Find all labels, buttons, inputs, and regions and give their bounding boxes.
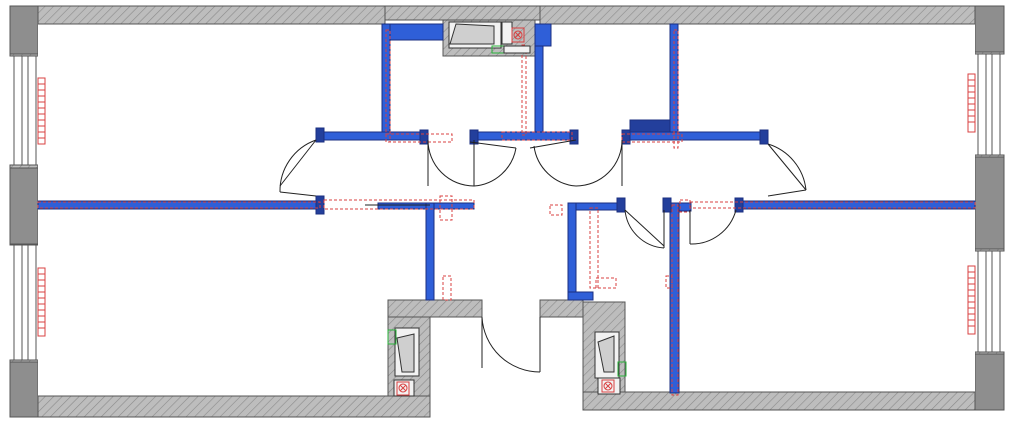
partition-stub	[419, 129, 429, 145]
window-icon	[13, 55, 37, 166]
bottom-wall-right-b	[582, 391, 976, 411]
door-swing-icon	[427, 139, 475, 187]
core-left-top	[387, 299, 483, 318]
partition-stub	[616, 197, 626, 213]
windows	[13, 53, 1001, 361]
top-wall-b	[37, 5, 386, 25]
partition-stub	[759, 129, 769, 145]
column-top-right	[974, 5, 1005, 53]
radiator-icon	[967, 73, 976, 133]
partition-mid-right-vertical	[567, 202, 577, 301]
dashed-marks	[37, 29, 976, 396]
bottom-wall-left-b	[37, 395, 431, 418]
partition-top-right-vertical	[669, 23, 679, 137]
partition-right-stub	[678, 202, 692, 212]
door-swing-icon	[529, 139, 577, 187]
top-shaft-slot	[501, 21, 513, 45]
column-mid-left	[9, 167, 39, 245]
left-green-mark	[387, 329, 397, 345]
door-swing-icon	[481, 316, 541, 373]
right-core-wedge	[597, 335, 615, 373]
partition-upper-center-h	[469, 131, 577, 141]
partition-top-left-cap	[389, 23, 444, 41]
door-swing-icon	[279, 139, 317, 197]
column-bottom-left	[9, 361, 39, 418]
ventilation-icon	[511, 27, 525, 43]
door-swing-icon	[624, 209, 665, 249]
partition-mid-right-foot	[567, 291, 594, 301]
left-core-wedge	[396, 333, 415, 373]
top-shaft-box-small	[503, 45, 531, 54]
radiator-icon	[37, 267, 46, 337]
partition-upper-left-h	[315, 131, 425, 141]
window-icon	[977, 250, 1001, 353]
right-green-mark	[617, 361, 627, 377]
partition-upper-right-block	[629, 119, 671, 133]
partition-walls	[37, 23, 976, 394]
radiator-icon	[967, 265, 976, 335]
partition-upper-right-h	[621, 131, 769, 141]
doors	[279, 139, 807, 373]
top-shaft-wedge	[449, 23, 495, 45]
ventilation-icon	[601, 379, 615, 393]
window-icon	[13, 244, 37, 361]
ventilation-icon	[396, 381, 410, 396]
door-swing-icon	[689, 209, 737, 245]
partition-top-center-cap	[534, 23, 552, 47]
window-icon	[977, 53, 1001, 156]
partition-stub	[315, 127, 325, 143]
room-floor	[38, 24, 975, 410]
column-top-left	[9, 5, 39, 55]
column-bottom-right	[974, 353, 1005, 411]
top-wall-c	[539, 5, 976, 25]
partition-stub	[662, 197, 672, 213]
radiator-icon	[37, 77, 46, 145]
door-swing-icon	[469, 141, 517, 187]
door-swing-icon	[575, 139, 623, 187]
partition-stub	[734, 197, 744, 213]
core-right-header	[539, 299, 584, 318]
partition-mid-left-vertical	[425, 202, 435, 301]
column-mid-right	[974, 156, 1005, 250]
top-wall-d	[384, 5, 541, 21]
partition-right-vertical	[669, 202, 680, 394]
radiators	[37, 73, 976, 337]
partition-stub	[569, 129, 579, 145]
fixtures	[387, 21, 627, 397]
door-swing-icon	[767, 143, 807, 197]
